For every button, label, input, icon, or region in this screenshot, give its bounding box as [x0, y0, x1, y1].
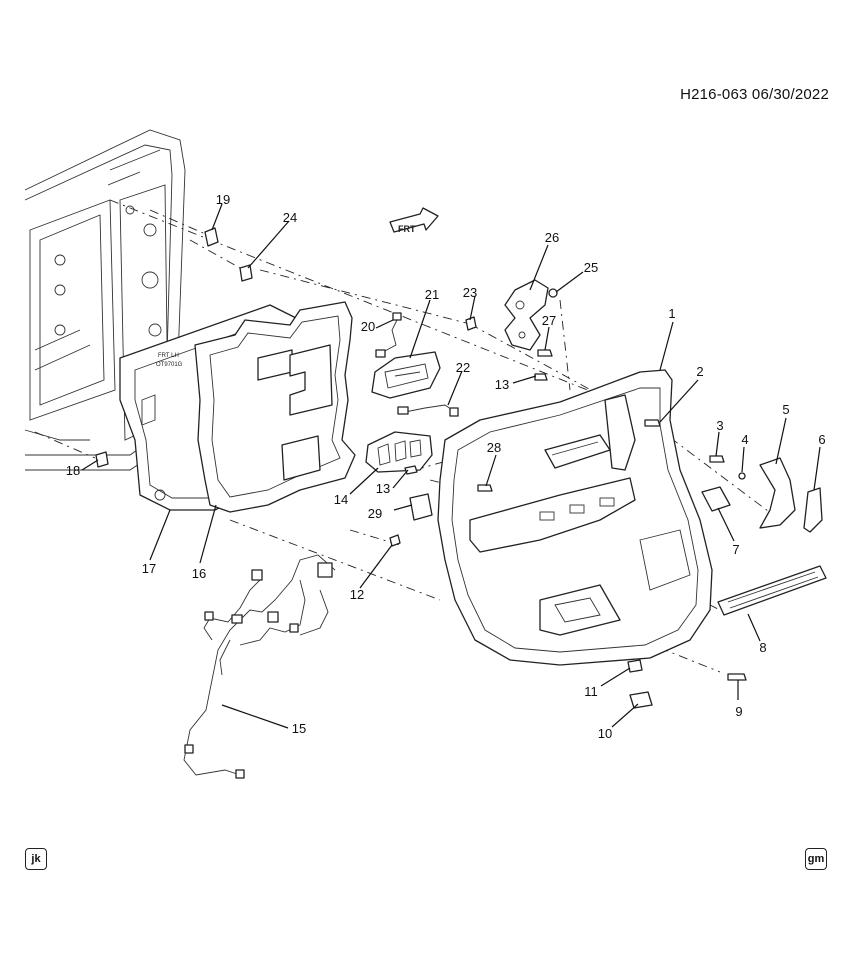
part-2-screw [644, 419, 661, 427]
frt-label: FRT [398, 224, 416, 234]
callout-28: 28 [487, 440, 501, 455]
part-23-clip [465, 316, 477, 331]
callout-24: 24 [283, 210, 297, 225]
callout-6: 6 [818, 432, 825, 447]
part-20-cable [375, 312, 402, 358]
part-13-screw-b [404, 465, 418, 475]
part-14-window-switch [365, 431, 433, 473]
callout-13a: 13 [495, 377, 509, 392]
part-26-bracket [504, 279, 549, 351]
part-19-clip [204, 227, 219, 247]
part-7-switch [701, 486, 731, 512]
part-22-cable [397, 404, 459, 417]
callout-8: 8 [759, 640, 766, 655]
callout-18: 18 [66, 463, 80, 478]
callout-27: 27 [542, 313, 556, 328]
part-21-handle-assembly [371, 351, 441, 399]
callout-11: 11 [584, 684, 598, 699]
callout-2: 2 [696, 364, 703, 379]
callout-19: 19 [216, 192, 230, 207]
callout-14: 14 [334, 492, 348, 507]
front-direction-arrow-icon: FRT [389, 207, 439, 234]
panel-label-line1: FRT LH [158, 353, 179, 359]
diagram-code-date: H216-063 06/30/2022 [680, 86, 829, 103]
leader-lines [81, 203, 821, 729]
part-1-door-trim-panel [437, 369, 713, 666]
part-4-clip [738, 472, 746, 480]
callout-26: 26 [545, 230, 559, 245]
part-27-screw [537, 349, 553, 357]
panel-label-line2: OT9701G [156, 362, 183, 368]
part-25-nut [548, 288, 558, 298]
callout-13b: 13 [376, 481, 390, 496]
callout-1: 1 [668, 306, 675, 321]
callout-17: 17 [142, 561, 156, 576]
callout-12: 12 [350, 587, 364, 602]
callout-23: 23 [463, 285, 477, 300]
callout-25: 25 [584, 260, 598, 275]
callout-5: 5 [782, 402, 789, 417]
callout-22: 22 [456, 360, 470, 375]
part-12-clip [389, 534, 401, 547]
callout-29: 29 [368, 506, 382, 521]
callout-7: 7 [732, 542, 739, 557]
part-11-clip [627, 659, 643, 673]
part-3-screw [709, 455, 725, 463]
callout-10: 10 [598, 726, 612, 741]
callout-20: 20 [361, 319, 375, 334]
callout-labels: 1 2 3 4 5 6 7 8 9 10 11 12 13 13 14 15 1… [66, 192, 826, 741]
part-29-bezel [409, 493, 433, 521]
callout-15: 15 [292, 721, 306, 736]
callout-21: 21 [425, 287, 439, 302]
part-16-sound-deadener [194, 301, 356, 513]
part-18-clip [95, 451, 109, 468]
part-10-clip [629, 691, 653, 709]
part-5-end-cap [759, 457, 796, 529]
part-6-end-cap [803, 487, 823, 533]
callout-9: 9 [735, 704, 742, 719]
gm-logo-badge: gm [805, 848, 827, 870]
part-28-screw [477, 484, 493, 492]
part-24-clip [239, 264, 253, 282]
jk-badge: jk [25, 848, 47, 870]
part-9-screw [727, 673, 747, 681]
part-13-screw-a [534, 373, 548, 381]
callout-16: 16 [192, 566, 206, 581]
part-8-trim-strip [717, 565, 827, 616]
part-15-wiring-harness [183, 554, 336, 779]
callout-3: 3 [716, 418, 723, 433]
callout-4: 4 [741, 432, 748, 447]
